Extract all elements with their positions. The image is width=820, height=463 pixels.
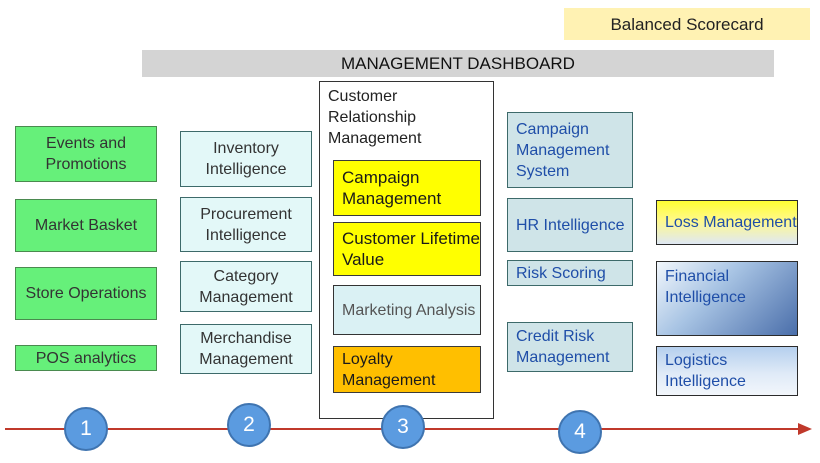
crm-title: Customer Relationship Management bbox=[328, 88, 422, 147]
loss-management-box: Loss Management bbox=[656, 200, 798, 245]
stage-3-circle: 3 bbox=[381, 405, 425, 449]
campaign-management-system-box: Campaign Management System bbox=[507, 112, 633, 188]
financial-intelligence-box: Financial Intelligence bbox=[656, 261, 798, 336]
category-management-box: Category Management bbox=[180, 261, 312, 312]
stage-2-circle: 2 bbox=[227, 403, 271, 447]
events-and-promotions-box: Events and Promotions bbox=[15, 126, 157, 182]
procurement-intelligence-box: Procurement Intelligence bbox=[180, 197, 312, 252]
marketing-analysis-box: Marketing Analysis bbox=[333, 285, 481, 335]
market-basket-box: Market Basket bbox=[15, 199, 157, 252]
inventory-intelligence-box: Inventory Intelligence bbox=[180, 131, 312, 187]
balanced-scorecard-label: Balanced Scorecard bbox=[564, 8, 810, 40]
pos-analytics-box: POS analytics bbox=[15, 345, 157, 371]
store-operations-box: Store Operations bbox=[15, 267, 157, 320]
stage-1-circle: 1 bbox=[64, 407, 108, 451]
risk-scoring-box: Risk Scoring bbox=[507, 260, 633, 286]
hr-intelligence-box: HR Intelligence bbox=[507, 198, 633, 252]
customer-lifetime-value-box: Customer Lifetime Value bbox=[333, 222, 481, 276]
stage-4-circle: 4 bbox=[558, 410, 602, 454]
credit-risk-management-box: Credit Risk Management bbox=[507, 322, 633, 372]
merchandise-management-box: Merchandise Management bbox=[180, 324, 312, 374]
logistics-intelligence-box: Logistics Intelligence bbox=[656, 346, 798, 396]
campaign-management-box: Campaign Management bbox=[333, 160, 481, 216]
management-dashboard-bar: MANAGEMENT DASHBOARD bbox=[142, 50, 774, 77]
loyalty-management-box: Loyalty Management bbox=[333, 346, 481, 393]
